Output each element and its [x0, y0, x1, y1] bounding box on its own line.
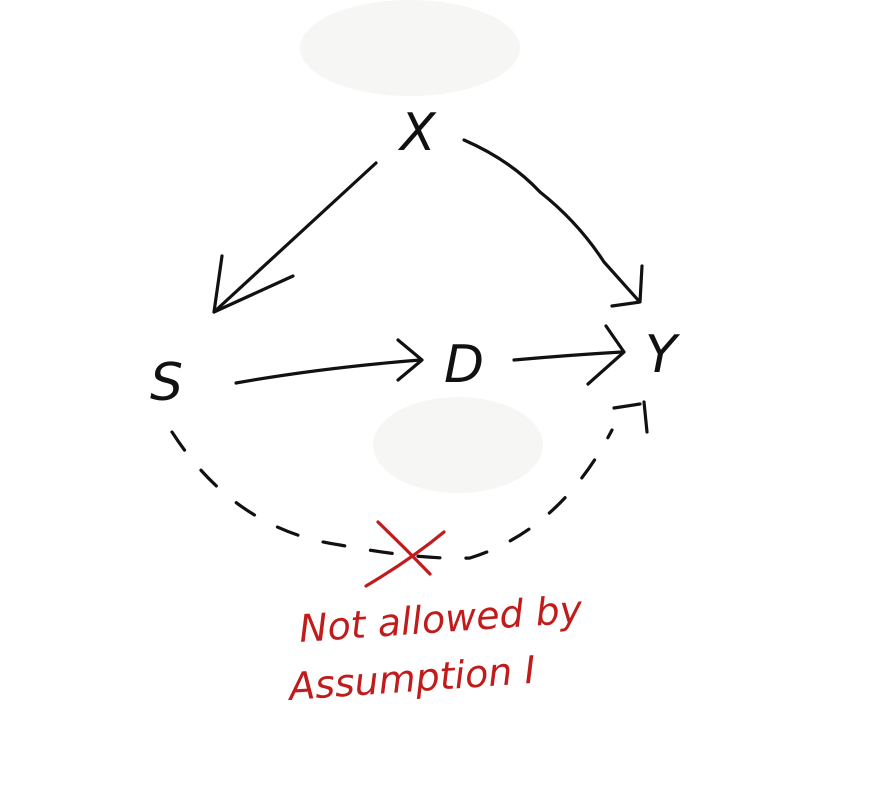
node-d: D	[444, 335, 484, 395]
red-cross-mark	[364, 520, 446, 588]
arrowhead-x-to-y	[610, 264, 644, 308]
arrowhead-d-to-y	[586, 324, 626, 386]
dashed-edge-s-to-y	[170, 428, 614, 560]
background-smudge	[300, 0, 520, 96]
background-smudge	[373, 397, 543, 493]
annotation-line-2: Assumption I	[285, 648, 537, 709]
edge-x-to-y	[462, 138, 640, 302]
arrowhead-dashed-at-y	[612, 400, 649, 434]
edge-d-to-y	[512, 350, 624, 362]
annotation-line-1: Not allowed by	[298, 587, 584, 651]
edge-x-to-s	[212, 161, 378, 314]
node-x: X	[397, 103, 437, 163]
edge-s-to-d	[234, 358, 422, 385]
arrowhead-x-to-s	[212, 254, 295, 314]
node-y: Y	[645, 325, 681, 385]
arrowhead-s-to-d	[396, 338, 424, 382]
node-s: S	[150, 353, 183, 413]
